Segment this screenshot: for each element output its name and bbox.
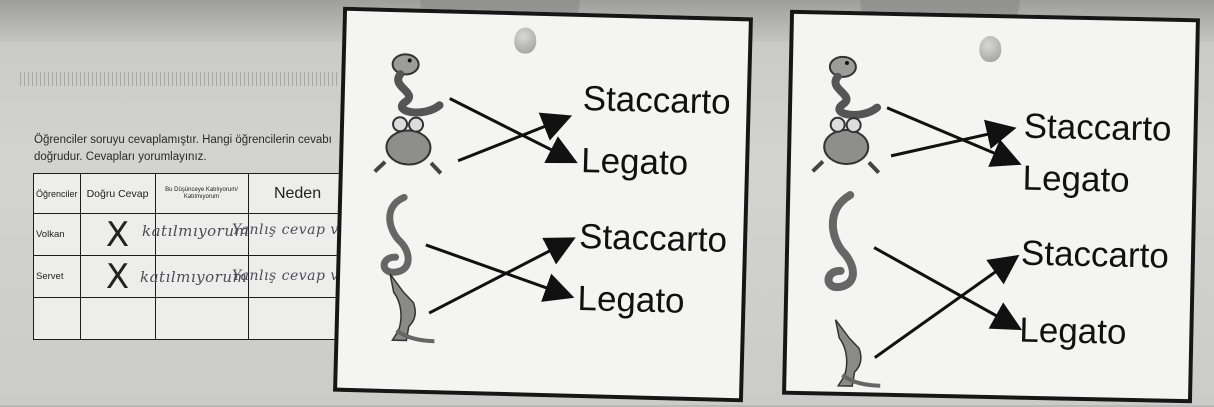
label-staccarto: Staccarto <box>582 79 732 122</box>
header-students: Öğrenciler <box>33 173 81 214</box>
empty-cell <box>154 297 249 340</box>
label-staccarto: Staccarto <box>1020 233 1170 276</box>
reason-cell <box>247 255 348 298</box>
header-reason: Neden <box>247 173 348 214</box>
frog-icon <box>811 116 881 175</box>
arrow <box>886 106 1022 167</box>
instruction-line-2: doğrudur. Cevapları yorumlayınız. <box>34 151 207 163</box>
snail-icon <box>380 193 412 276</box>
arrow <box>873 246 1023 331</box>
label-legato: Legato <box>577 278 686 321</box>
kangaroo-icon <box>389 273 435 344</box>
student-name: Volkan <box>33 213 81 256</box>
cross-mark: X <box>79 213 156 256</box>
arrows-card-2 <box>811 55 1023 388</box>
snake-icon <box>828 55 882 119</box>
frog-icon <box>373 116 443 175</box>
arrow <box>425 243 575 302</box>
empty-cell <box>247 297 348 340</box>
empty-cell <box>33 297 81 340</box>
label-legato: Legato <box>580 140 689 183</box>
label-legato: Legato <box>1022 158 1131 200</box>
instruction-line-1: Öğrenciler soruyu cevaplamıştır. Hangi ö… <box>34 134 332 146</box>
empty-cell <box>79 297 156 340</box>
arrow <box>449 97 578 164</box>
faded-dotted-line <box>20 72 340 86</box>
student-name: Servet <box>33 255 81 298</box>
arrow <box>457 112 573 163</box>
table-header-row: Öğrenciler Doğru Cevap Bu Düşünceye Katı… <box>33 173 348 214</box>
handwriting-volkan-agree: katılmıyorum <box>142 222 250 240</box>
table-row: Servet X <box>33 255 348 298</box>
snail-icon <box>824 191 857 291</box>
cross-mark: X <box>79 255 156 298</box>
snake-icon <box>391 53 444 117</box>
header-correct-answer: Doğru Cevap <box>79 173 156 214</box>
label-legato: Legato <box>1019 310 1127 352</box>
label-staccarto: Staccarto <box>1023 106 1172 149</box>
kangaroo-icon <box>834 319 881 388</box>
arrows-card-1 <box>373 53 578 344</box>
instruction-text: Öğrenciler soruyu cevaplamıştır. Hangi ö… <box>34 132 344 166</box>
handwriting-servet-agree: katılmıyorum <box>140 268 248 286</box>
table-row: Volkan X <box>33 213 348 256</box>
answer-table: Öğrenciler Doğru Cevap Bu Düşünceye Katı… <box>33 173 348 340</box>
arrow <box>873 254 1020 359</box>
arrow <box>890 119 1017 158</box>
matching-card-1: Staccarto Legato Staccarto Legato <box>333 6 753 403</box>
table-row <box>33 297 348 340</box>
arrow <box>428 237 576 315</box>
matching-card-2: Staccarto Legato Staccarto Legato <box>782 9 1200 404</box>
label-staccarto: Staccarto <box>578 216 728 260</box>
header-agree: Bu Düşünceye Katılıyorum/ Katılmıyorum <box>154 173 249 214</box>
